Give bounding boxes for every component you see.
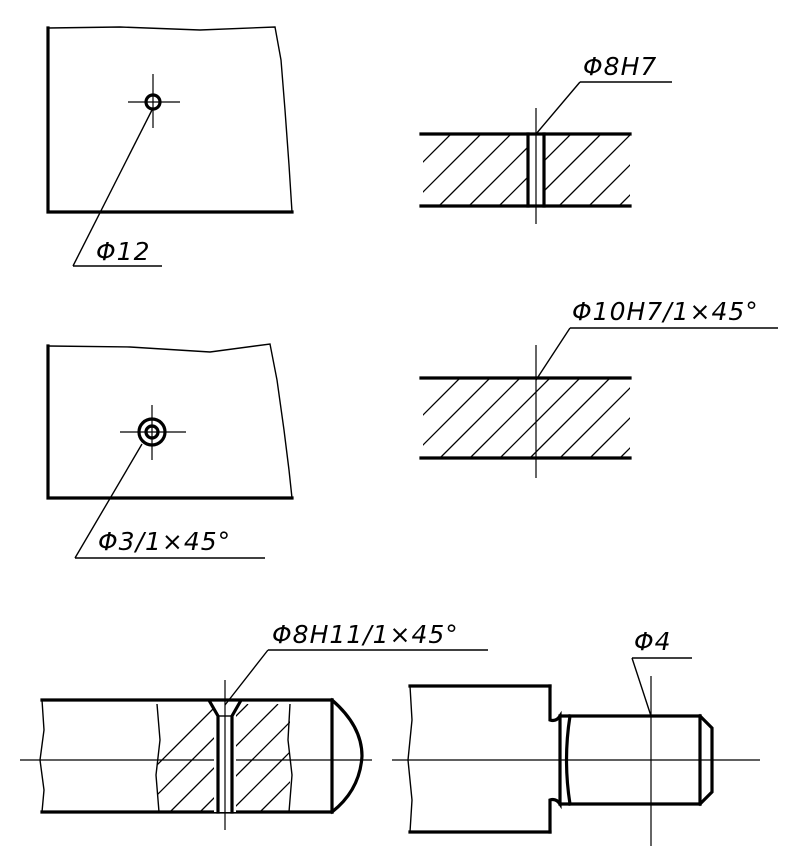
leader-line: [631, 657, 652, 717]
leader-line: [224, 649, 269, 706]
dimension-label-d8h7: Φ8H7: [583, 52, 657, 81]
plate-view-1: Φ12: [46, 26, 294, 267]
dimension-label-d12: Φ12: [96, 237, 151, 266]
dimension-label-d4: Φ4: [634, 627, 672, 656]
leader-line: [74, 443, 143, 559]
hatching: [157, 704, 290, 812]
dimension-label-d3-chamfer: Φ3/1×45°: [98, 527, 231, 556]
plate-view-2: Φ3/1×45°: [46, 343, 294, 559]
leader-line: [535, 81, 581, 135]
leader-line: [535, 327, 571, 381]
hatching: [423, 378, 630, 458]
leader-line: [72, 107, 154, 267]
section-view-1: Φ8H7: [419, 52, 672, 224]
dimension-label-d8h11-chamfer: Φ8H11/1×45°: [272, 620, 459, 649]
shaft-section-view: Φ8H11/1×45°: [20, 620, 488, 830]
section-view-2: Φ10H7/1×45°: [419, 297, 778, 478]
stepped-shaft-view: Φ4: [392, 627, 760, 846]
dimension-label-d10h7-chamfer: Φ10H7/1×45°: [572, 297, 759, 326]
